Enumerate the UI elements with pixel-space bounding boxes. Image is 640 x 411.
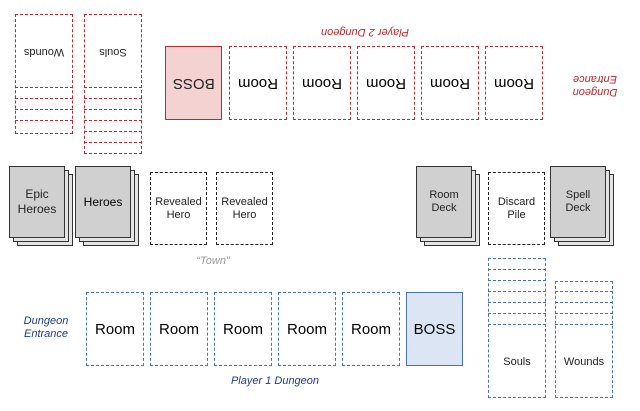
player2-souls-pile[interactable]: Souls [84, 14, 142, 154]
player2-souls-label: Souls [99, 46, 127, 58]
player2-room-slot[interactable]: Room [357, 46, 415, 120]
room-label: Room [493, 74, 534, 92]
player2-room-slot[interactable]: Room [293, 46, 351, 120]
heroes-deck[interactable]: Heroes [75, 166, 139, 246]
player1-dungeon-title: Player 1 Dungeon [230, 375, 320, 387]
revealed-hero-slot[interactable]: Revealed Hero [216, 172, 273, 245]
player2-dungeon-title: Player 2 Dungeon [320, 26, 410, 38]
spell-deck[interactable]: Spell Deck [550, 166, 614, 246]
revealed-hero-slot[interactable]: Revealed Hero [150, 172, 207, 245]
player2-room-slot[interactable]: Room [229, 46, 287, 120]
player2-room-slot[interactable]: Room [421, 46, 479, 120]
player1-boss-label: BOSS [413, 320, 456, 338]
epic-heroes-label: Epic Heroes [17, 187, 57, 216]
revealed-hero-label: Revealed Hero [155, 195, 202, 221]
player1-room-slot[interactable]: Room [86, 292, 144, 366]
player1-dungeon-entrance: Dungeon Entrance [23, 315, 69, 340]
room-label: Room [222, 320, 263, 338]
room-label: Room [350, 320, 391, 338]
player2-room-slot[interactable]: Room [485, 46, 543, 120]
discard-pile[interactable]: Discard Pile [488, 172, 545, 245]
epic-heroes-deck[interactable]: Epic Heroes [9, 166, 73, 246]
room-deck[interactable]: Room Deck [416, 166, 480, 246]
player2-boss-slot[interactable]: BOSS [165, 46, 222, 120]
player1-souls-pile[interactable]: Souls [488, 258, 546, 398]
player1-wounds-pile[interactable]: Wounds [555, 281, 613, 398]
room-deck-label: Room Deck [429, 189, 459, 214]
player1-souls-label: Souls [503, 356, 531, 368]
town-label: “Town” [196, 255, 230, 267]
room-label: Room [301, 74, 342, 92]
room-label: Room [158, 320, 199, 338]
room-label: Room [94, 320, 135, 338]
spell-deck-label: Spell Deck [565, 189, 591, 214]
player1-boss-slot[interactable]: BOSS [406, 292, 463, 366]
player2-wounds-pile[interactable]: Wounds [15, 14, 73, 134]
player1-room-slot[interactable]: Room [278, 292, 336, 366]
room-label: Room [237, 74, 278, 92]
revealed-hero-label: Revealed Hero [221, 195, 268, 221]
player1-wounds-label: Wounds [563, 356, 605, 368]
player1-room-slot[interactable]: Room [150, 292, 208, 366]
player2-wounds-label: Wounds [23, 46, 65, 58]
room-label: Room [365, 74, 406, 92]
heroes-label: Heroes [83, 195, 123, 209]
player1-room-slot[interactable]: Room [214, 292, 272, 366]
player2-dungeon-entrance: Dungeon Entrance [572, 73, 618, 98]
room-label: Room [429, 74, 470, 92]
discard-pile-label: Discard Pile [497, 195, 536, 221]
player2-boss-label: BOSS [172, 74, 215, 92]
room-label: Room [286, 320, 327, 338]
player1-room-slot[interactable]: Room [342, 292, 400, 366]
